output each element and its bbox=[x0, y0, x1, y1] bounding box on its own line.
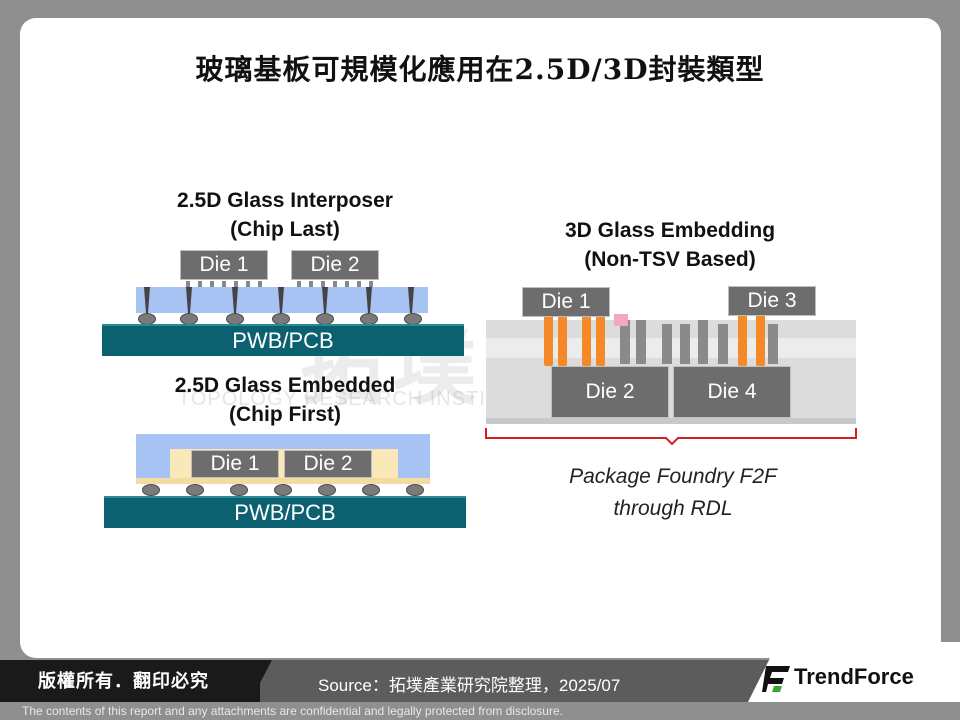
embedding3d-interconnects bbox=[544, 314, 778, 366]
embedded-ball bbox=[186, 484, 204, 496]
embedded-ball bbox=[142, 484, 160, 496]
interposer-tgv bbox=[144, 287, 414, 313]
embedded-die-2: Die 2 bbox=[284, 450, 372, 478]
interposer-pcb: PWB/PCB bbox=[102, 324, 464, 356]
embedded-title-line2: (Chip First) bbox=[229, 403, 341, 426]
disclaimer-text: The contents of this report and any atta… bbox=[22, 704, 563, 718]
interposer-title: 2.5D Glass Interposer (Chip Last) bbox=[120, 186, 450, 244]
interposer-title-line2: (Chip Last) bbox=[230, 218, 340, 241]
embedding3d-note-line1: Package Foundry F2F bbox=[569, 465, 777, 488]
embedded-die-1: Die 1 bbox=[191, 450, 279, 478]
source-text: Source：拓墣產業研究院整理，2025/07 bbox=[318, 676, 621, 695]
interposer-title-line1: 2.5D Glass Interposer bbox=[177, 189, 393, 212]
embedded-rdl bbox=[136, 478, 430, 484]
embedding3d-die-1: Die 1 bbox=[522, 287, 610, 317]
embedding3d-die-2: Die 2 bbox=[551, 366, 669, 418]
embedded-ball bbox=[362, 484, 380, 496]
copyright-banner: 版權所有．翻印必究 bbox=[0, 660, 260, 702]
embedded-title-line1: 2.5D Glass Embedded bbox=[174, 374, 396, 397]
embedding3d-title-line2: (Non-TSV Based) bbox=[584, 248, 756, 271]
embedded-pcb: PWB/PCB bbox=[104, 496, 466, 528]
embedded-ball bbox=[274, 484, 292, 496]
embedding3d-die-3: Die 3 bbox=[728, 286, 816, 316]
embedded-ball bbox=[318, 484, 336, 496]
embedding3d-bracket bbox=[485, 428, 857, 446]
embedding3d-title-line1: 3D Glass Embedding bbox=[564, 219, 776, 242]
page-title: 玻璃基板可規模化應用在2.5D/3D封裝類型 bbox=[195, 53, 765, 86]
interposer-die-2: Die 2 bbox=[291, 250, 379, 280]
embedding3d-note-line2: through RDL bbox=[613, 497, 733, 520]
embedded-ball bbox=[406, 484, 424, 496]
embedding3d-note: Package Foundry F2F through RDL bbox=[500, 461, 846, 525]
embedded-title: 2.5D Glass Embedded (Chip First) bbox=[120, 371, 450, 429]
copyright-banner-tip bbox=[250, 660, 272, 702]
embedding3d-die-4: Die 4 bbox=[673, 366, 791, 418]
embedding3d-title: 3D Glass Embedding (Non-TSV Based) bbox=[500, 216, 840, 274]
embedded-ball bbox=[230, 484, 248, 496]
interposer-micro-bumps bbox=[186, 281, 373, 287]
trendforce-logo-icon bbox=[762, 666, 790, 692]
interposer-die-1: Die 1 bbox=[180, 250, 268, 280]
brand-name: TrendForce bbox=[794, 664, 914, 689]
embedding3d-bottom-layer bbox=[486, 418, 856, 424]
